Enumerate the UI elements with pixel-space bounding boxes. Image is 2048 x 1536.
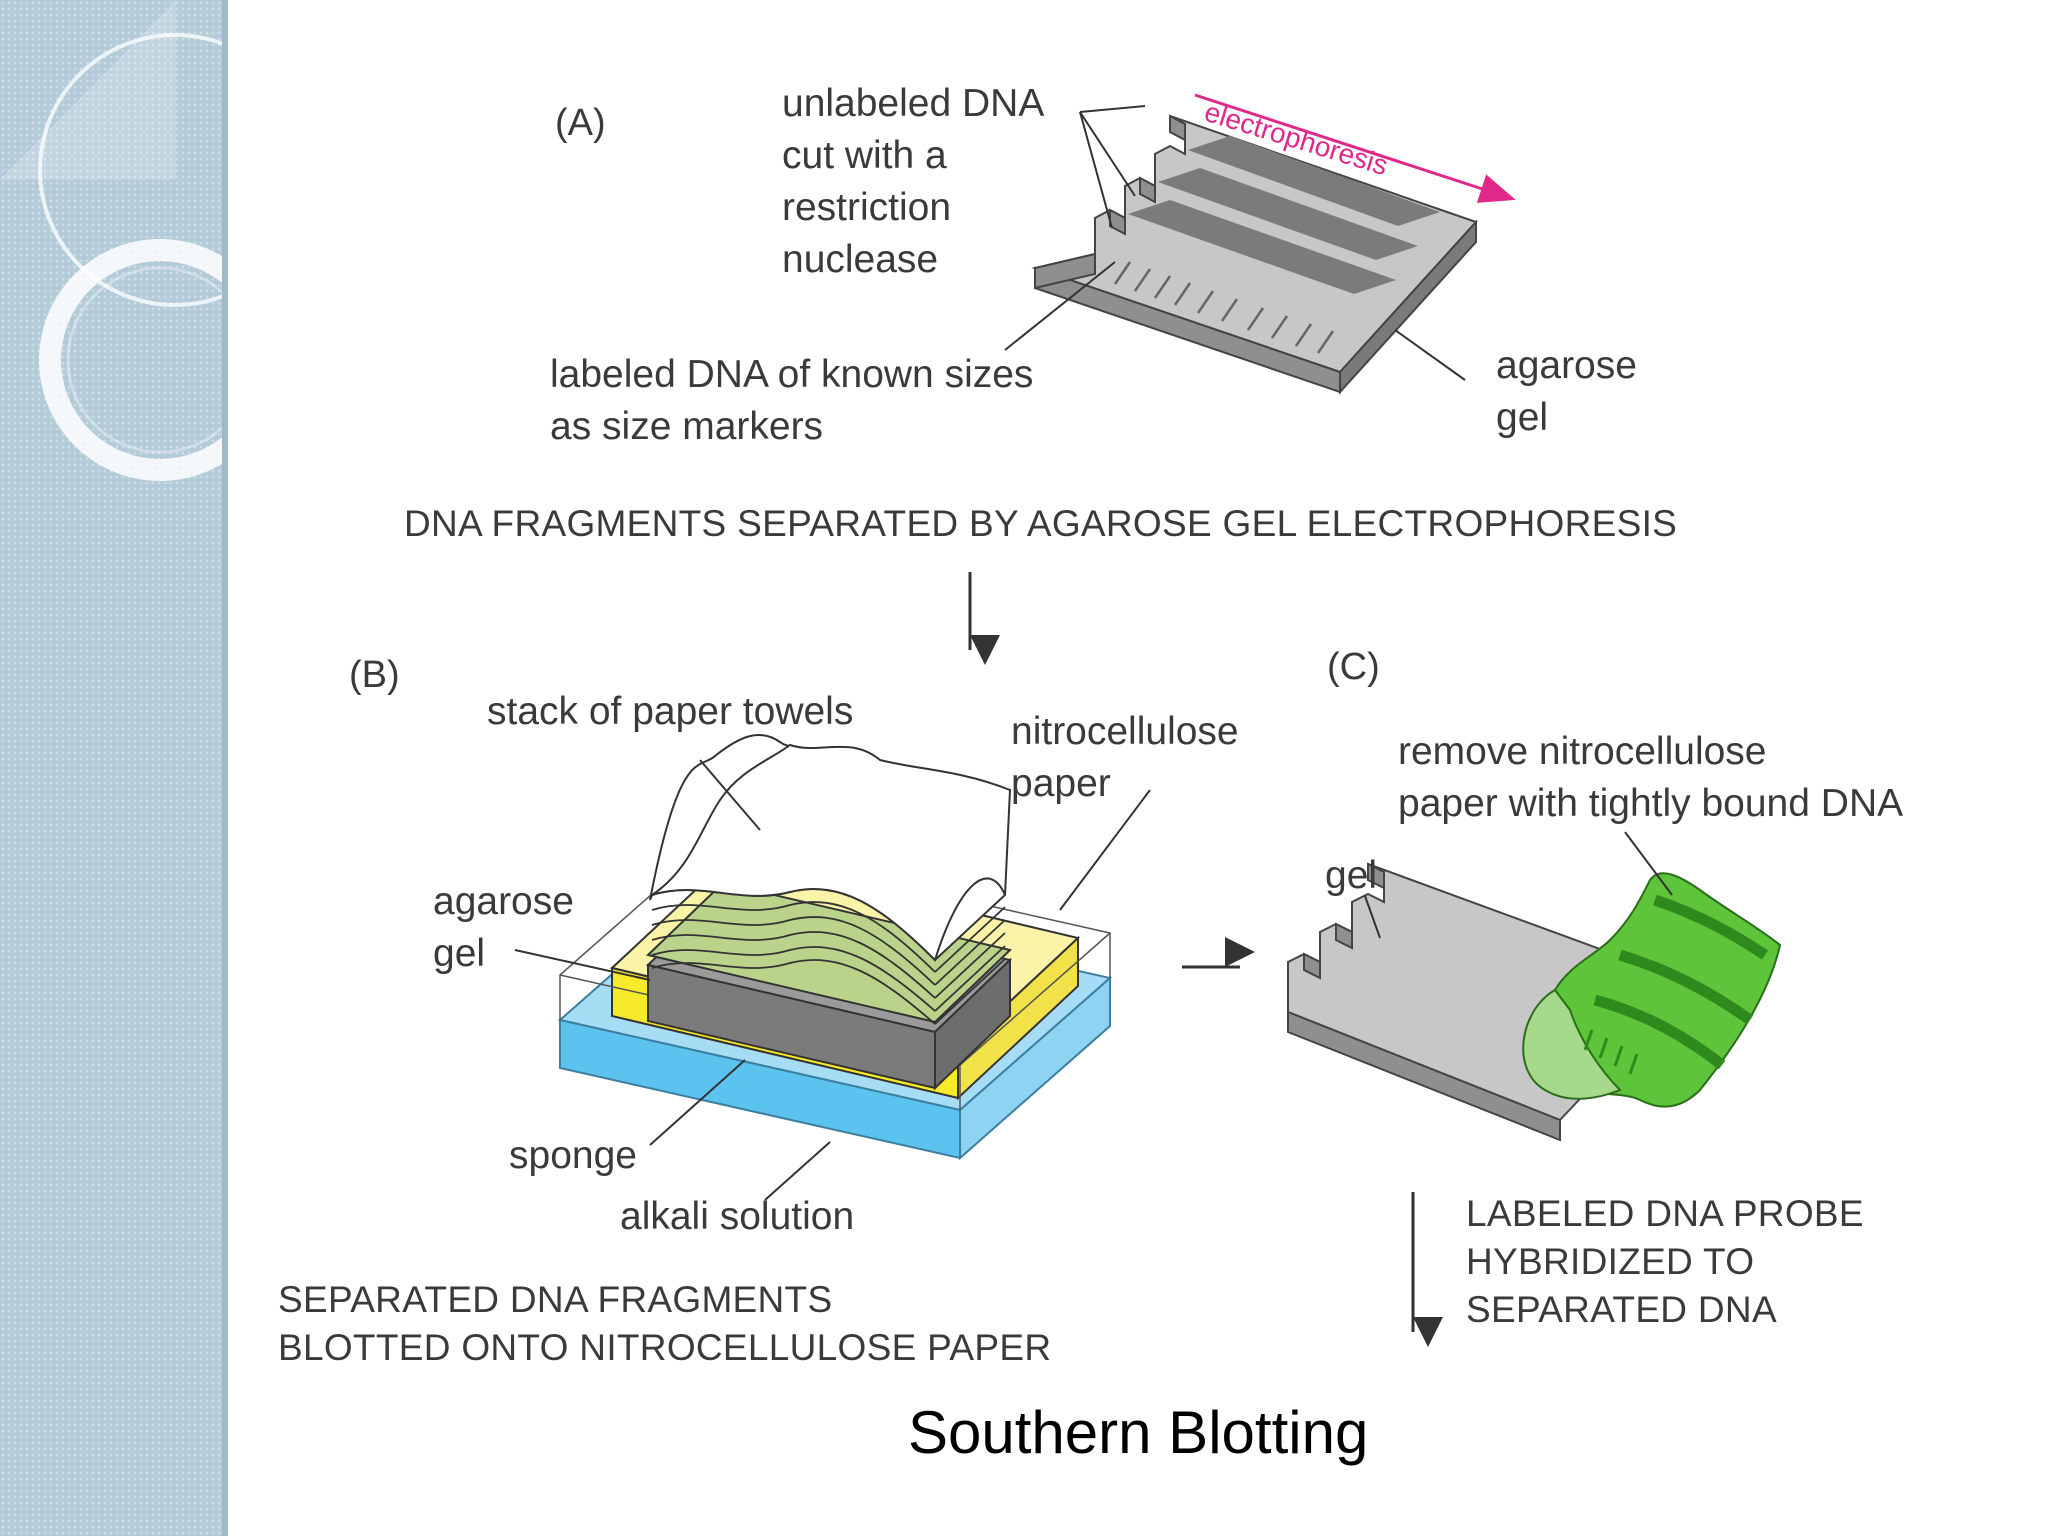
gel-c-label: gel <box>1325 854 1378 897</box>
agarose-gel-a-label: agarose gel <box>1496 344 1637 439</box>
caption-b: SEPARATED DNA FRAGMENTS BLOTTED ONTO NIT… <box>278 1279 1052 1368</box>
agarose-gel-b-label: agarose gel <box>433 880 574 975</box>
sidebar-decoration <box>0 0 228 1536</box>
panel-a-label: (A) <box>555 102 606 144</box>
gel-a-marker-bands <box>1113 261 1335 354</box>
nitrocellulose-b-label: nitrocellulose paper <box>1011 710 1239 805</box>
size-markers-label: labeled DNA of known sizes as size marke… <box>550 353 1034 448</box>
leaders-c <box>1364 831 1673 939</box>
nitrocellulose-b <box>645 881 1013 1024</box>
gel-a-lanes <box>1128 136 1440 294</box>
slide-title: Southern Blotting <box>908 1399 1369 1466</box>
alkali-solution-label: alkali solution <box>620 1195 855 1238</box>
nitrocellulose-c <box>1522 872 1782 1108</box>
gel-a <box>1031 114 1478 395</box>
sidebar-edge <box>222 0 228 1536</box>
leaders-a <box>1004 105 1466 381</box>
paper-towels-label: stack of paper towels <box>487 690 854 733</box>
gel-a-right <box>1339 219 1477 395</box>
paper-towels <box>649 733 1012 1025</box>
sponge-label: sponge <box>509 1134 637 1177</box>
unlabeled-dna-label: unlabeled DNA cut with a restriction nuc… <box>782 82 1045 281</box>
caption-c: LABELED DNA PROBE HYBRIDIZED TO SEPARATE… <box>1466 1193 1864 1330</box>
panel-c-label: (C) <box>1327 646 1380 688</box>
gel-a-wells <box>1034 114 1186 290</box>
leaders-b <box>514 759 1151 1201</box>
caption-a: DNA FRAGMENTS SEPARATED BY AGAROSE GEL E… <box>404 503 1678 544</box>
sidebar-rings <box>0 0 228 481</box>
remove-nitrocellulose-label: remove nitrocellulose paper with tightly… <box>1398 730 1904 825</box>
electrophoresis-arrow <box>1194 93 1516 203</box>
panel-b-label: (B) <box>349 654 400 696</box>
